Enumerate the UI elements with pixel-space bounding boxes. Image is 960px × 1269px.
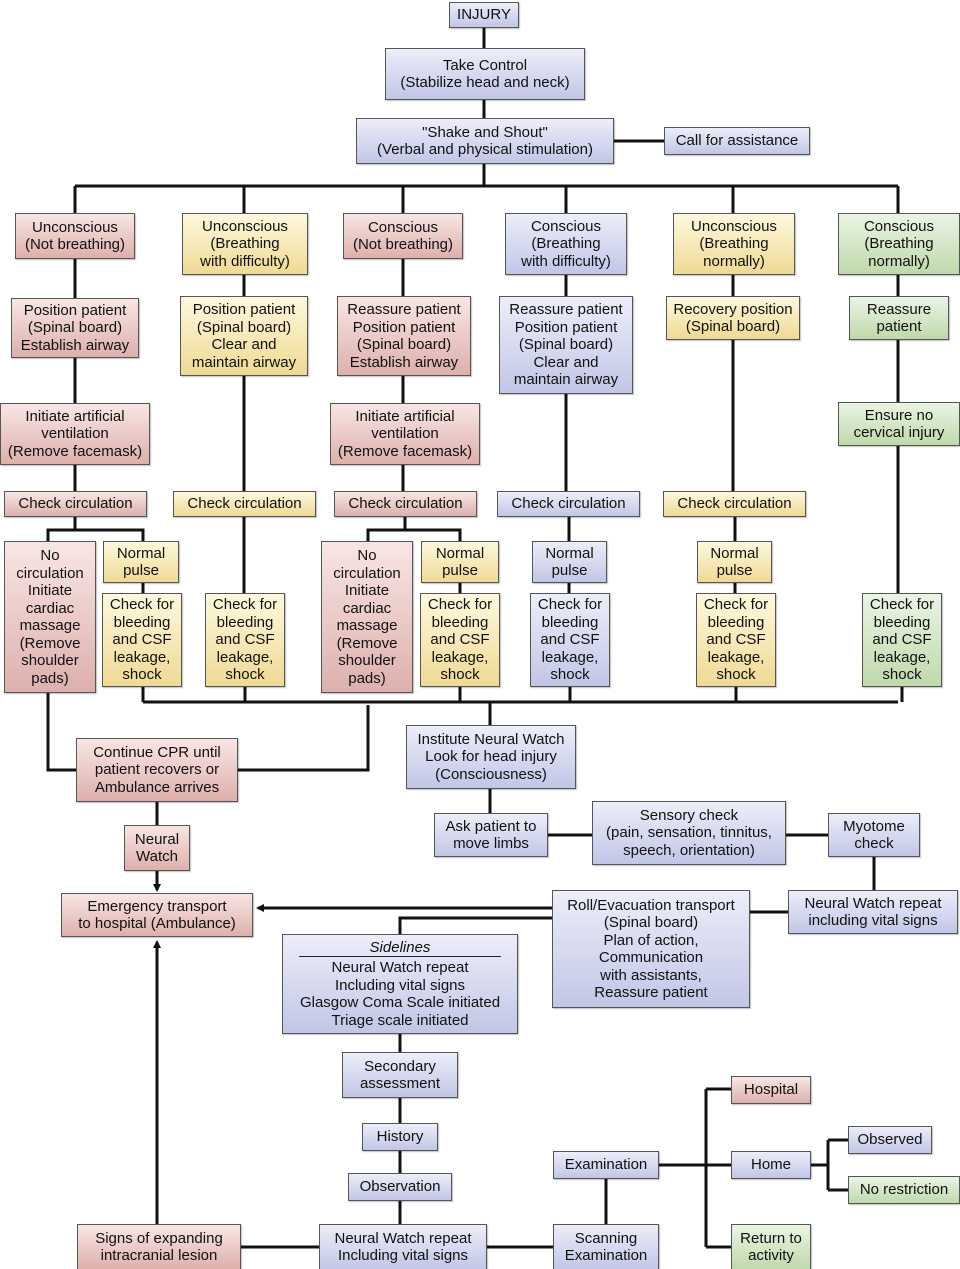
- institute-neural-watch-node: Institute Neural Watch Look for head inj…: [406, 725, 576, 789]
- signs-intracranial-lesion-node: Signs of expanding intracranial lesion: [77, 1224, 241, 1269]
- action-node-4: Reassure patient Position patient (Spina…: [499, 296, 633, 394]
- sensory-check-node: Sensory check (pain, sensation, tinnitus…: [592, 801, 786, 865]
- check-bleeding-node-1: Check for bleeding and CSF leakage, shoc…: [102, 593, 182, 687]
- action-node-3: Reassure patient Position patient (Spina…: [337, 296, 471, 376]
- roll-evacuation-node: Roll/Evacuation transport (Spinal board)…: [552, 890, 750, 1008]
- action-node-2: Position patient (Spinal board) Clear an…: [180, 296, 308, 376]
- unconscious-breathing-difficulty-node: Unconscious (Breathing with difficulty): [182, 213, 308, 275]
- injury-node: INJURY: [449, 2, 519, 28]
- normal-pulse-node-1: Normal pulse: [103, 541, 179, 583]
- check-circulation-node-4: Check circulation: [497, 491, 640, 517]
- sidelines-body: Neural Watch repeat Including vital sign…: [299, 959, 501, 1029]
- examination-node: Examination: [553, 1151, 659, 1179]
- check-bleeding-node-2: Check for bleeding and CSF leakage, shoc…: [205, 593, 285, 687]
- return-to-activity-node: Return to activity: [731, 1224, 811, 1269]
- secondary-assessment-node: Secondary assessment: [342, 1052, 458, 1098]
- ask-patient-node: Ask patient to move limbs: [434, 813, 548, 857]
- action-node-1: Position patient (Spinal board) Establis…: [11, 298, 139, 358]
- check-bleeding-node-3: Check for bleeding and CSF leakage, shoc…: [420, 593, 500, 687]
- neural-watch-repeat-node: Neural Watch repeat including vital sign…: [788, 890, 958, 934]
- history-node: History: [362, 1123, 438, 1151]
- myotome-check-node: Myotome check: [828, 813, 920, 857]
- hospital-node: Hospital: [731, 1076, 811, 1104]
- check-circulation-node-3: Check circulation: [334, 491, 477, 517]
- conscious-not-breathing-node: Conscious (Not breathing): [343, 213, 463, 259]
- neural-watch-repeat-node-2: Neural Watch repeat Including vital sign…: [319, 1224, 487, 1269]
- ventilation-node-3: Initiate artificial ventilation (Remove …: [330, 403, 480, 465]
- check-bleeding-node-4: Check for bleeding and CSF leakage, shoc…: [530, 593, 610, 687]
- conscious-breathing-normally-node: Conscious (Breathing normally): [838, 213, 960, 275]
- check-circulation-node-1: Check circulation: [4, 491, 147, 517]
- check-circulation-node-2: Check circulation: [173, 491, 316, 517]
- call-for-assistance-node: Call for assistance: [664, 127, 810, 155]
- no-restriction-node: No restriction: [848, 1176, 960, 1204]
- normal-pulse-node-4: Normal pulse: [532, 541, 607, 583]
- sidelines-node: Sidelines Neural Watch repeat Including …: [282, 934, 518, 1034]
- normal-pulse-node-3: Normal pulse: [421, 541, 499, 583]
- check-bleeding-node-6: Check for bleeding and CSF leakage, shoc…: [862, 593, 942, 687]
- no-circulation-node-1: No circulation Initiate cardiac massage …: [4, 541, 96, 693]
- observation-node: Observation: [348, 1173, 452, 1201]
- normal-pulse-node-5: Normal pulse: [697, 541, 772, 583]
- unconscious-breathing-normally-node: Unconscious (Breathing normally): [673, 213, 795, 275]
- action-node-5: Recovery position (Spinal board): [666, 296, 800, 340]
- sidelines-title: Sidelines: [299, 939, 501, 958]
- emergency-transport-node: Emergency transport to hospital (Ambulan…: [61, 893, 253, 937]
- ensure-no-cervical-injury-node: Ensure no cervical injury: [838, 402, 960, 446]
- conscious-breathing-difficulty-node: Conscious (Breathing with difficulty): [505, 213, 627, 275]
- action-node-6: Reassure patient: [849, 296, 949, 340]
- neural-watch-node: Neural Watch: [124, 825, 190, 871]
- take-control-node: Take Control (Stabilize head and neck): [385, 48, 585, 100]
- unconscious-not-breathing-node: Unconscious (Not breathing): [15, 213, 135, 259]
- scanning-examination-node: Scanning Examination: [553, 1224, 659, 1269]
- check-bleeding-node-5: Check for bleeding and CSF leakage, shoc…: [696, 593, 776, 687]
- observed-node: Observed: [848, 1126, 932, 1154]
- no-circulation-node-3: No circulation Initiate cardiac massage …: [321, 541, 413, 693]
- home-node: Home: [731, 1151, 811, 1179]
- check-circulation-node-5: Check circulation: [663, 491, 806, 517]
- continue-cpr-node: Continue CPR until patient recovers or A…: [76, 738, 238, 802]
- shake-and-shout-node: "Shake and Shout" (Verbal and physical s…: [356, 118, 614, 164]
- ventilation-node-1: Initiate artificial ventilation (Remove …: [0, 403, 150, 465]
